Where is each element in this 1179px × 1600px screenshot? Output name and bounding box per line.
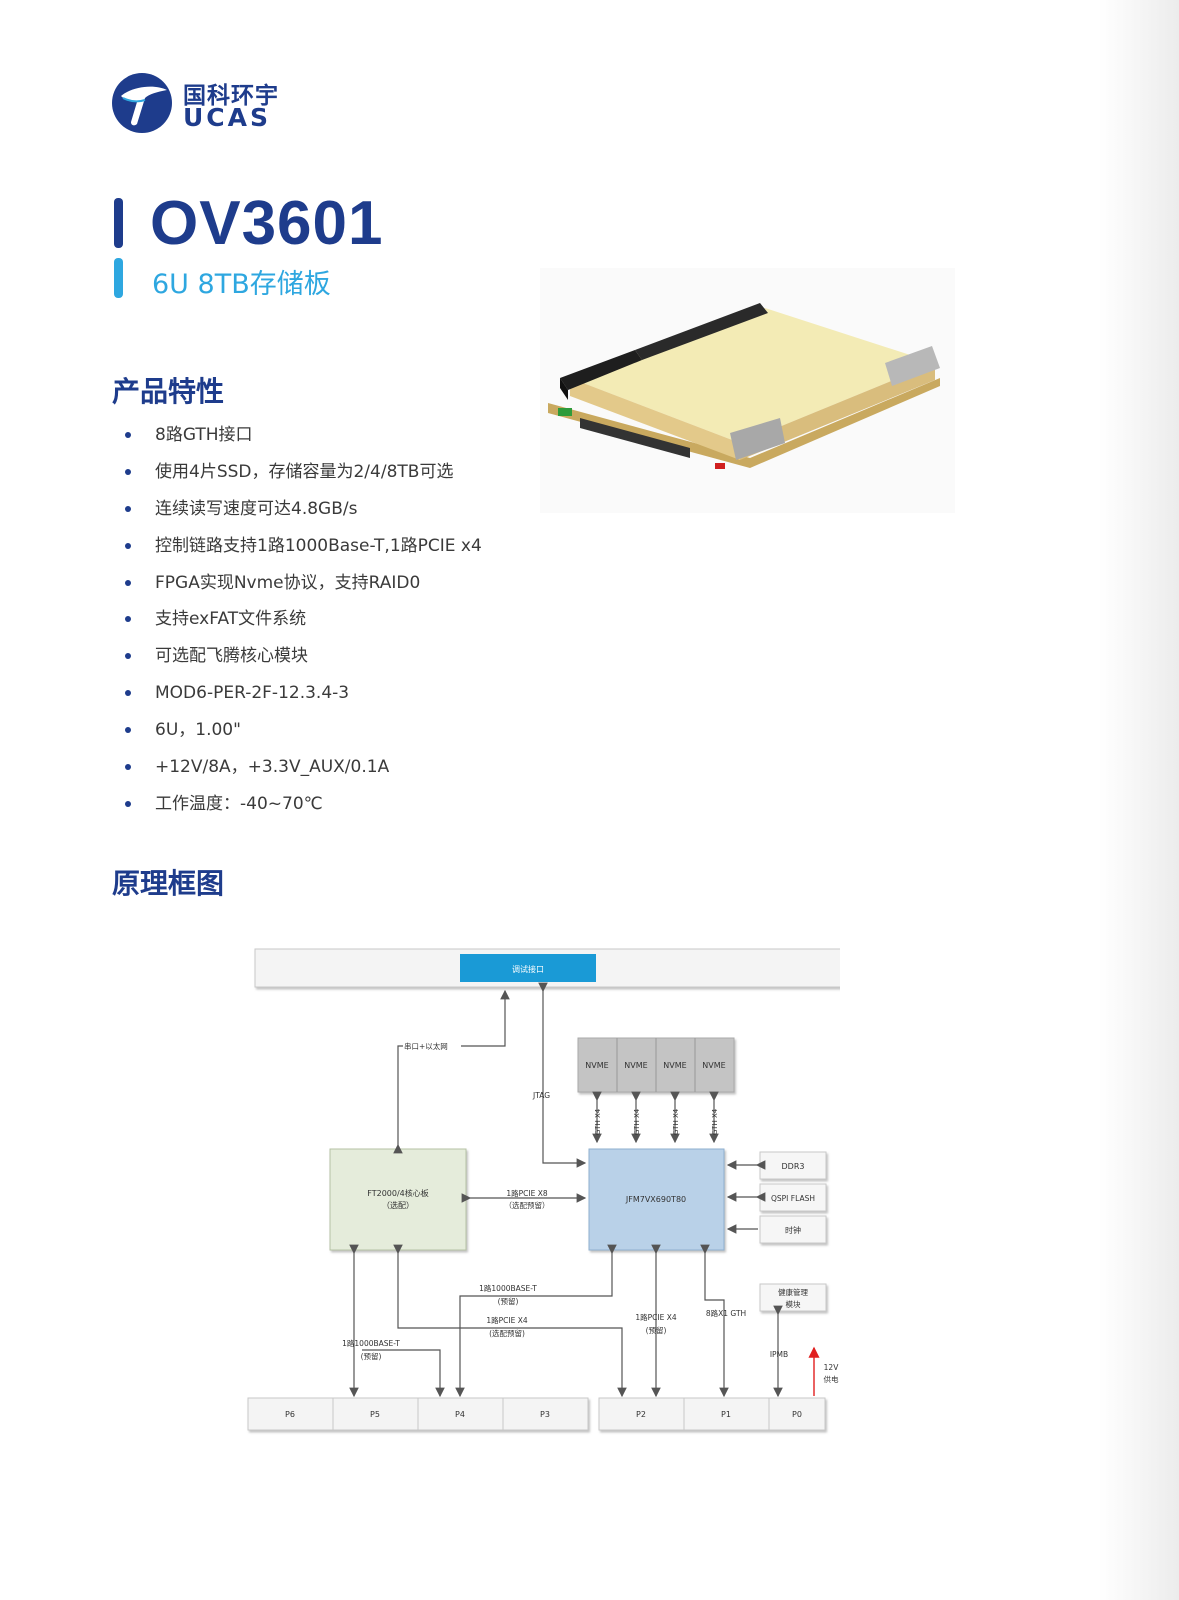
feature-item: 6U，1.00" bbox=[124, 715, 482, 752]
product-subtitle: 6U 8TB存储板 bbox=[152, 269, 331, 300]
ethernet-p5-note: (预留) bbox=[361, 1351, 382, 1361]
qspi-flash-box bbox=[759, 1183, 827, 1212]
feature-item: +12V/8A，+3.3V_AUX/0.1A bbox=[124, 752, 482, 789]
debug-interface-label: 调试接口 bbox=[512, 964, 544, 974]
connector-bar-right bbox=[598, 1397, 826, 1431]
feature-item: FPGA实现Nvme协议，支持RAID0 bbox=[124, 568, 482, 605]
power-note: 供电 bbox=[824, 1374, 839, 1384]
pcie-x4-p2-label: 1路PCIE X4 bbox=[635, 1312, 677, 1322]
page-edge-shade bbox=[1099, 0, 1179, 1600]
nvme-label: NVME bbox=[585, 1061, 608, 1070]
nvme-label: NVME bbox=[702, 1061, 725, 1070]
qspi-flash-label: QSPI FLASH bbox=[771, 1194, 815, 1203]
cpu-board-box bbox=[329, 1148, 467, 1251]
bullet-icon bbox=[125, 764, 131, 771]
connector-label: P0 bbox=[792, 1410, 802, 1419]
brand-logo: 国科环宇 UCAS bbox=[111, 72, 281, 136]
serial-ethernet-label: 串口+以太网 bbox=[404, 1041, 448, 1051]
diagram-heading: 原理框图 bbox=[112, 867, 225, 900]
health-management-box bbox=[759, 1283, 827, 1312]
feature-item: 支持exFAT文件系统 bbox=[124, 604, 482, 641]
product-model: OV3601 bbox=[150, 189, 384, 258]
features-list: 8路GTH接口 使用4片SSD，存储容量为2/4/8TB可选 连续读写速度可达4… bbox=[124, 420, 482, 826]
bullet-icon bbox=[125, 542, 131, 549]
subtitle-accent-bar bbox=[114, 258, 123, 298]
ethernet-p4-note: (预留) bbox=[498, 1296, 519, 1306]
debug-interface-box bbox=[460, 954, 596, 982]
ethernet-p5-label: 1路1000BASE-T bbox=[342, 1338, 400, 1348]
gth-label: GTH X4 bbox=[672, 1108, 680, 1135]
gth-label: GTH X4 bbox=[633, 1108, 641, 1135]
brand-name-cn: 国科环宇 bbox=[183, 83, 279, 109]
nvme-label: NVME bbox=[624, 1061, 647, 1070]
feature-item: 使用4片SSD，存储容量为2/4/8TB可选 bbox=[124, 457, 482, 494]
bullet-icon bbox=[125, 468, 131, 475]
connector-label: P1 bbox=[721, 1410, 731, 1419]
ucas-logo-icon bbox=[112, 73, 172, 133]
bullet-icon bbox=[125, 690, 131, 697]
cpu-board-label: FT2000/4核心板 bbox=[367, 1188, 429, 1198]
feature-item: 工作温度：-40~70℃ bbox=[124, 789, 482, 826]
gth-label: GTH X4 bbox=[594, 1108, 602, 1135]
pcie-x4-p4-label: 1路PCIE X4 bbox=[486, 1315, 528, 1325]
health-management-label: 健康管理 bbox=[778, 1287, 808, 1297]
pcie-x4-p2-note: (预留) bbox=[646, 1325, 667, 1335]
feature-item: 控制链路支持1路1000Base-T,1路PCIE x4 bbox=[124, 531, 482, 568]
connector-label: P3 bbox=[540, 1410, 550, 1419]
feature-item: 连续读写速度可达4.8GB/s bbox=[124, 494, 482, 531]
connector-label: P2 bbox=[636, 1410, 646, 1419]
cpu-board-option: （选配） bbox=[382, 1200, 414, 1210]
connector-label: P6 bbox=[285, 1410, 295, 1419]
pcie-x8-note: （选配预留） bbox=[505, 1200, 550, 1210]
gth-label: GTH X4 bbox=[711, 1108, 719, 1135]
feature-item: 可选配飞腾核心模块 bbox=[124, 641, 482, 678]
bullet-icon bbox=[125, 579, 131, 586]
bullet-icon bbox=[125, 653, 131, 660]
ddr3-label: DDR3 bbox=[782, 1162, 805, 1171]
clock-box bbox=[759, 1215, 827, 1244]
features-heading: 产品特性 bbox=[112, 375, 225, 408]
pcie-x8-label: 1路PCIE X8 bbox=[506, 1188, 548, 1198]
clock-label: 时钟 bbox=[785, 1225, 801, 1235]
nvme-label: NVME bbox=[663, 1061, 686, 1070]
health-management-sub: 模块 bbox=[786, 1299, 801, 1309]
connector-label: P4 bbox=[455, 1410, 465, 1419]
bullet-icon bbox=[125, 505, 131, 512]
block-diagram-svg: 调试接口 NVME NVME NVME NVME GTH X4 GTH X4 G… bbox=[247, 948, 858, 1431]
bullet-icon bbox=[125, 432, 131, 438]
bullet-icon bbox=[125, 800, 131, 807]
storage-board-illustration bbox=[548, 303, 940, 469]
block-diagram: 调试接口 NVME NVME NVME NVME GTH X4 GTH X4 G… bbox=[240, 940, 858, 1440]
power-label: 12V bbox=[824, 1363, 840, 1372]
ethernet-p4-label: 1路1000BASE-T bbox=[479, 1283, 537, 1293]
product-image bbox=[540, 268, 955, 513]
jtag-label: JTAG bbox=[532, 1091, 550, 1100]
feature-item: MOD6-PER-2F-12.3.4-3 bbox=[124, 678, 482, 715]
bullet-icon bbox=[125, 727, 131, 734]
fpga-box bbox=[588, 1148, 725, 1251]
bullet-icon bbox=[125, 616, 131, 623]
pcie-x4-p4-note: (选配预留) bbox=[489, 1328, 525, 1338]
connector-label: P5 bbox=[370, 1410, 380, 1419]
ipmb-label: IPMB bbox=[770, 1350, 788, 1359]
fpga-label: JFM7VX690T80 bbox=[625, 1195, 686, 1204]
gth-p1-label: 8路X1 GTH bbox=[706, 1308, 746, 1318]
feature-item: 8路GTH接口 bbox=[124, 420, 482, 457]
title-accent-bar bbox=[114, 198, 123, 248]
brand-name-en: UCAS bbox=[183, 103, 272, 132]
